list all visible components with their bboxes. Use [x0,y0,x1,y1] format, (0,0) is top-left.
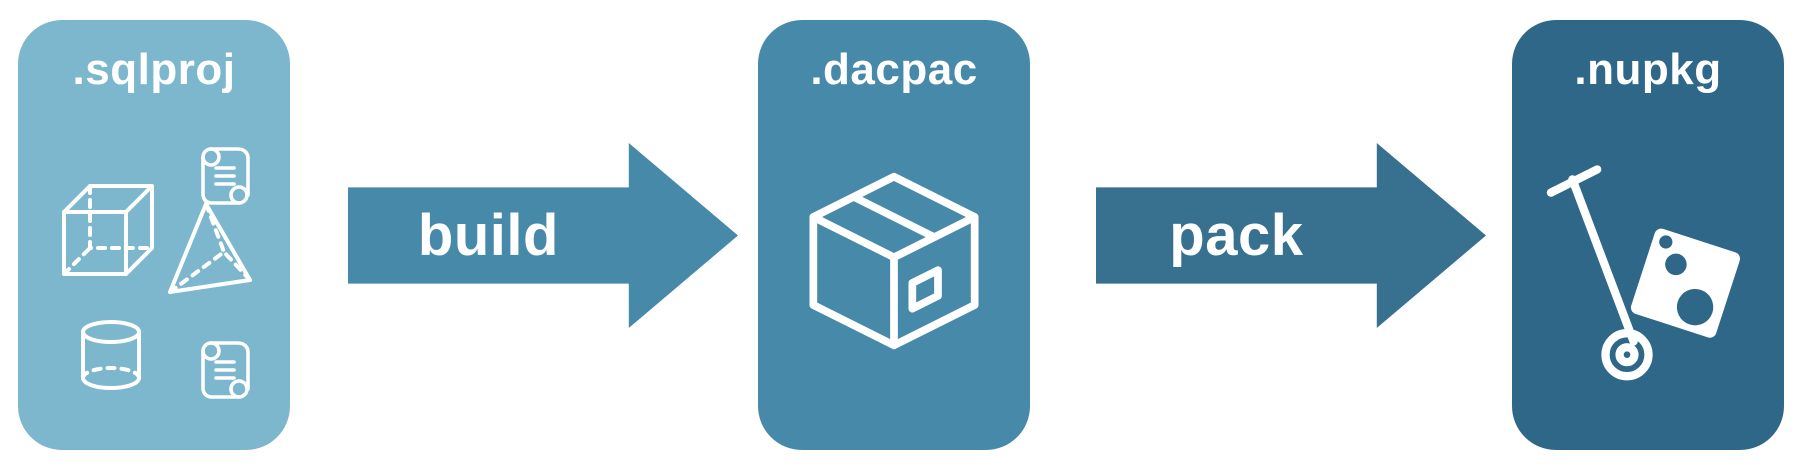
sql-objects-icon [62,147,252,399]
node-sqlproj: .sqlproj [18,20,290,450]
hand-truck-package-icon-wrap [1512,94,1784,450]
hand-truck-frame [1546,165,1653,381]
scroll-icon [201,341,250,399]
node-sqlproj-label: .sqlproj [72,45,236,94]
arrow-build: build [348,143,738,328]
package-box-icon-wrap [758,94,1030,450]
node-dacpac-label: .dacpac [810,45,978,94]
cube-icon [62,184,154,277]
node-nupkg: .nupkg [1512,20,1784,450]
pyramid-icon [168,202,252,295]
package-box-icon [809,173,979,350]
arrow-build-label: build [417,203,559,268]
node-nupkg-label: .nupkg [1574,45,1722,94]
scroll-icon [201,147,250,205]
arrow-pack-label: pack [1169,203,1304,268]
cylinder-icon [81,320,141,391]
sql-objects-icon-wrap [18,94,290,450]
hand-truck-package-icon [1546,165,1740,381]
nuget-package-icon [1630,228,1740,338]
arrow-pack: pack [1096,143,1486,328]
node-dacpac: .dacpac [758,20,1030,450]
